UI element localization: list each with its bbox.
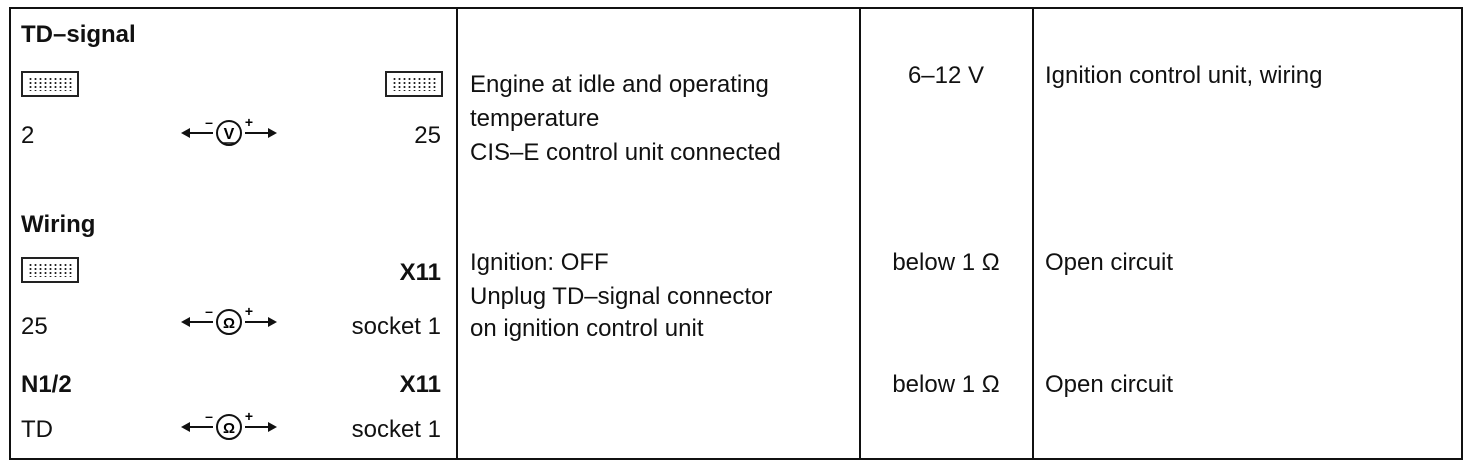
connector-label: X11	[399, 371, 441, 398]
spec-value: below 1 Ω	[892, 249, 1000, 276]
test-heading: Wiring	[21, 211, 96, 238]
meter-symbol: Ω	[223, 315, 235, 332]
ohmmeter-icon: Ω – +	[181, 411, 277, 440]
plus-sign: +	[245, 411, 253, 424]
pin-right: 25	[414, 122, 441, 149]
possible-cause: Open circuit	[1045, 249, 1174, 276]
ohmmeter-icon: Ω – +	[181, 306, 277, 335]
plus-sign: +	[245, 306, 253, 319]
pin-left: TD	[21, 416, 53, 443]
column-divider	[456, 9, 458, 458]
minus-sign: –	[205, 117, 213, 130]
voltmeter-icon: V – +	[181, 117, 277, 146]
plus-sign: +	[245, 117, 253, 130]
condition-line: Unplug TD–signal connector	[470, 283, 773, 310]
pin-right: socket 1	[351, 416, 441, 443]
meter-symbol: V	[224, 126, 235, 143]
connector-block-icon	[21, 71, 79, 97]
column-divider	[1032, 9, 1034, 458]
possible-cause: Ignition control unit, wiring	[1045, 62, 1323, 89]
pin-left: 25	[21, 313, 48, 340]
test-heading: N1/2	[21, 371, 72, 398]
possible-cause: Open circuit	[1045, 371, 1174, 398]
pin-left: 2	[21, 122, 35, 149]
test-heading: TD–signal	[21, 21, 136, 48]
connector-block-icon	[385, 71, 443, 97]
condition-line: temperature	[470, 105, 600, 132]
minus-sign: –	[205, 306, 213, 319]
column-divider	[859, 9, 861, 458]
condition-line: CIS–E control unit connected	[470, 139, 781, 166]
pin-right: socket 1	[351, 313, 441, 340]
test-table: TD–signal 2 V – + 25 Engine at idle and …	[9, 7, 1463, 460]
condition-line: Engine at idle and operating	[470, 71, 769, 98]
meter-symbol: Ω	[223, 420, 235, 437]
connector-label: X11	[399, 259, 441, 286]
spec-value: below 1 Ω	[892, 371, 1000, 398]
condition-line: Ignition: OFF	[470, 249, 609, 276]
condition-line: on ignition control unit	[470, 315, 704, 342]
connector-block-icon	[21, 257, 79, 283]
spec-value: 6–12 V	[907, 62, 985, 89]
minus-sign: –	[205, 411, 213, 424]
